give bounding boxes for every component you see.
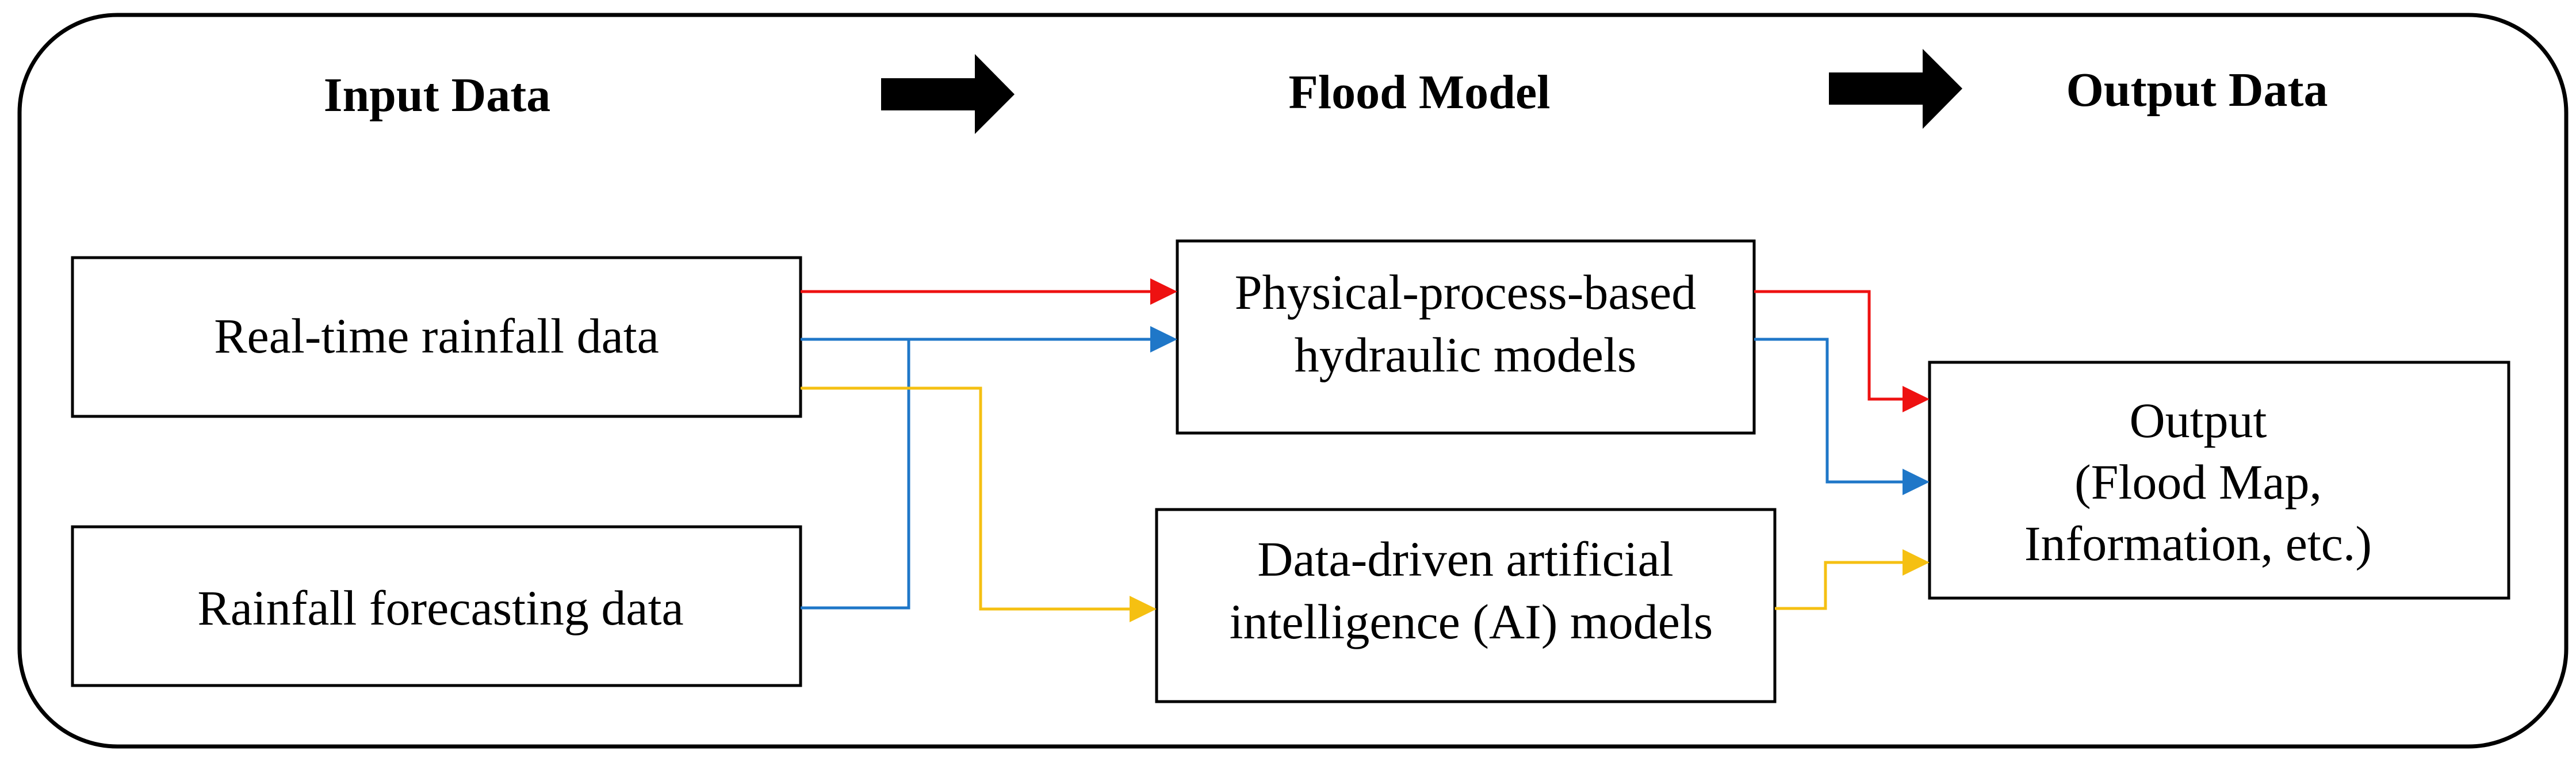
box-output: Output (Flood Map, Information, etc.) [1928,361,2510,600]
box-output-line2: (Flood Map, [2074,454,2322,510]
header-output-data: Output Data [2066,63,2328,117]
header-input-data: Input Data [324,68,550,122]
box-physical-models-line1: Physical-process-based [1235,265,1696,320]
connector-yellow-realtime-to-ai [801,386,1130,611]
arrow-right-icon [1829,49,1962,129]
arrowhead-red-physical [1150,278,1177,305]
arrowhead-yellow-ai [1130,596,1157,622]
box-output-line1: Output [2130,393,2267,448]
box-realtime-rainfall-label: Real-time rainfall data [214,308,659,363]
box-realtime-rainfall: Real-time rainfall data [71,256,802,418]
arrowhead-red-output [1903,386,1930,412]
arrow-right-icon [881,54,1015,134]
box-rainfall-forecasting-label: Rainfall forecasting data [197,580,683,635]
arrowhead-blue-output [1903,469,1930,495]
box-ai-models-line2: intelligence (AI) models [1230,594,1713,649]
arrowhead-blue-physical [1150,326,1177,353]
box-physical-models-line2: hydraulic models [1295,327,1637,382]
box-ai-models: Data-driven artificial intelligence (AI)… [1155,508,1777,703]
connector-blue-forecast-to-physical [801,339,910,610]
arrowhead-yellow-output [1903,549,1930,576]
header-flood-model: Flood Model [1289,66,1551,119]
box-ai-models-line1: Data-driven artificial [1257,531,1673,587]
box-physical-models: Physical-process-based hydraulic models [1176,239,1756,435]
outer-frame [17,13,2569,749]
connector-blue-physical-to-output [1754,338,1903,484]
connector-red-physical-to-output [1754,290,1903,401]
box-output-line3: Information, etc.) [2024,516,2372,571]
box-rainfall-forecasting: Rainfall forecasting data [71,525,802,687]
connector-yellow-ai-to-output [1775,561,1903,610]
